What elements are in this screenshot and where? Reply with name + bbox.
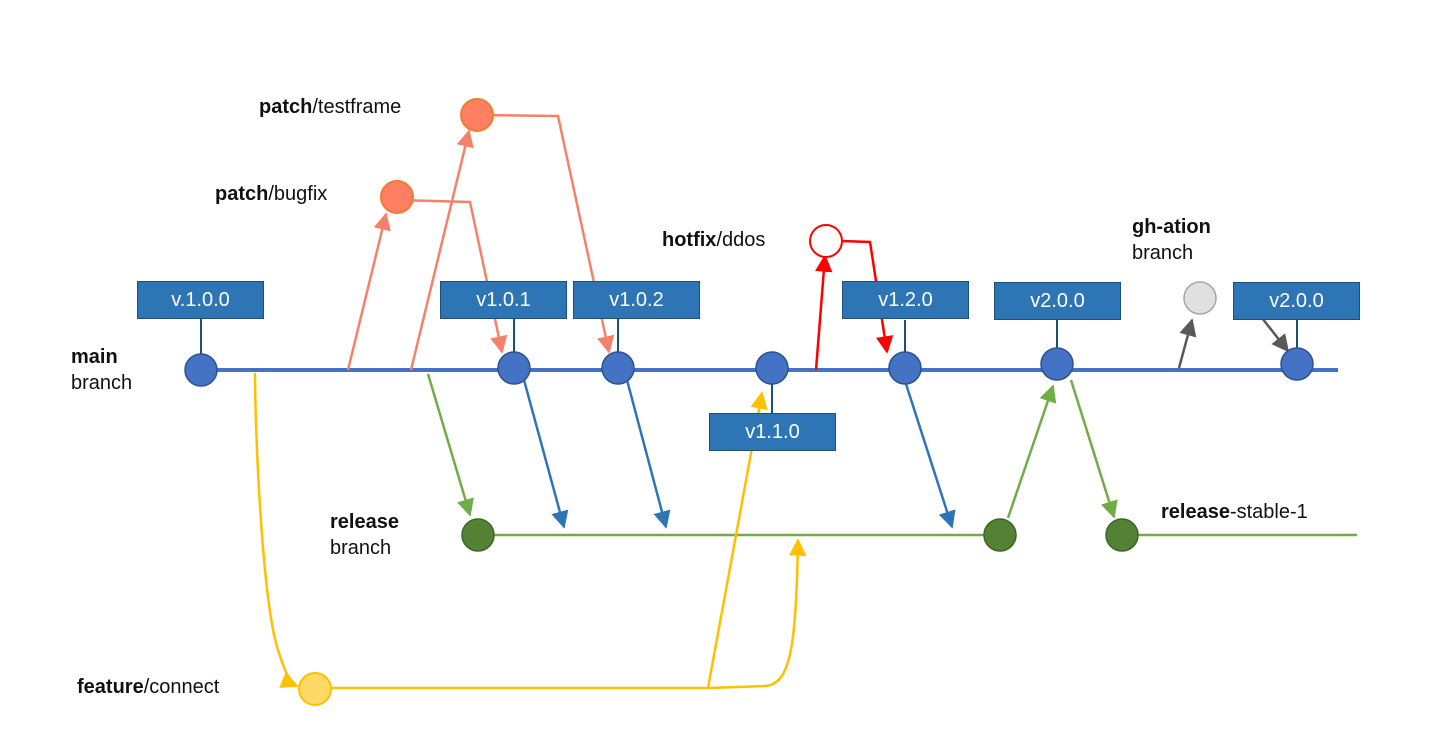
release-commit-node bbox=[983, 518, 1017, 552]
main-commit-node bbox=[497, 351, 531, 385]
feature-connect-label: feature/connect bbox=[77, 674, 219, 700]
hotfix-ddos-suffix: /ddos bbox=[716, 229, 766, 251]
gh-action-branch-name: gh-ation bbox=[1132, 216, 1211, 238]
release-to-main bbox=[1006, 384, 1057, 519]
patch-bugfix-out bbox=[346, 212, 391, 371]
release-branch-label: release branch bbox=[330, 509, 399, 561]
patch-testframe-merge bbox=[476, 113, 615, 354]
feature-connect-prefix: feature bbox=[77, 676, 144, 698]
v102-to-release bbox=[625, 379, 671, 529]
feature-connect-suffix: /connect bbox=[143, 676, 220, 698]
main-commit-node bbox=[888, 351, 922, 385]
tag-v120: v1.2.0 bbox=[842, 281, 969, 319]
tag-v110: v1.1.0 bbox=[709, 413, 836, 451]
patch-bugfix-suffix: /bugfix bbox=[268, 183, 328, 205]
gh-action-branch-label: gh-ation branch bbox=[1132, 214, 1211, 266]
tag-v100: v.1.0.0 bbox=[137, 281, 264, 319]
gh-action-node bbox=[1183, 281, 1217, 315]
release-branch-suffix: branch bbox=[330, 537, 392, 559]
patch-testframe-out bbox=[409, 129, 474, 371]
v101-to-release bbox=[522, 379, 569, 529]
main-to-release-stable bbox=[1069, 379, 1118, 519]
hotfix-ddos-label: hotfix/ddos bbox=[662, 227, 765, 253]
patch-testframe-prefix: patch bbox=[259, 96, 313, 118]
release-branch-name: release bbox=[330, 511, 399, 533]
release-stable-prefix: release bbox=[1161, 501, 1230, 523]
patch-testframe-label: patch/testframe bbox=[259, 94, 401, 120]
tag-v200-a: v2.0.0 bbox=[994, 282, 1121, 320]
main-commit-node bbox=[184, 353, 218, 387]
tag-v200-b: v2.0.0 bbox=[1233, 282, 1360, 320]
hotfix-ddos-prefix: hotfix bbox=[662, 229, 717, 251]
main-commit-node bbox=[1280, 347, 1314, 381]
tag-v101: v1.0.1 bbox=[440, 281, 567, 319]
gh-action-merge bbox=[1261, 317, 1290, 353]
main-branch-label: main branch bbox=[71, 344, 132, 396]
main-branch-name: main bbox=[71, 346, 118, 368]
v120-to-release bbox=[904, 383, 956, 529]
main-commit-node bbox=[601, 351, 635, 385]
patch-bugfix-prefix: patch bbox=[215, 183, 269, 205]
release-stable-suffix: -stable-1 bbox=[1229, 501, 1308, 523]
feature-branch-out bbox=[253, 372, 299, 688]
patch-bugfix-merge bbox=[396, 198, 508, 354]
patch-bugfix-label: patch/bugfix bbox=[215, 181, 327, 207]
patch-testframe-node bbox=[460, 98, 494, 132]
hotfix-out bbox=[814, 254, 833, 371]
release-commit-node bbox=[461, 518, 495, 552]
feature-connect-node bbox=[298, 672, 332, 706]
main-to-release bbox=[426, 373, 474, 517]
feature-merge-release bbox=[707, 538, 807, 690]
gh-action-out bbox=[1177, 318, 1197, 369]
gh-action-branch-suffix: branch bbox=[1132, 242, 1194, 264]
main-commit-node bbox=[755, 351, 789, 385]
release-stable-commit-node bbox=[1105, 518, 1139, 552]
hotfix-ddos-node bbox=[809, 224, 843, 258]
patch-testframe-suffix: /testframe bbox=[312, 96, 402, 118]
main-branch-suffix: branch bbox=[71, 372, 133, 394]
main-commit-node bbox=[1040, 347, 1074, 381]
patch-bugfix-node bbox=[380, 180, 414, 214]
tag-v102: v1.0.2 bbox=[573, 281, 700, 319]
release-stable-label: release-stable-1 bbox=[1161, 499, 1308, 525]
